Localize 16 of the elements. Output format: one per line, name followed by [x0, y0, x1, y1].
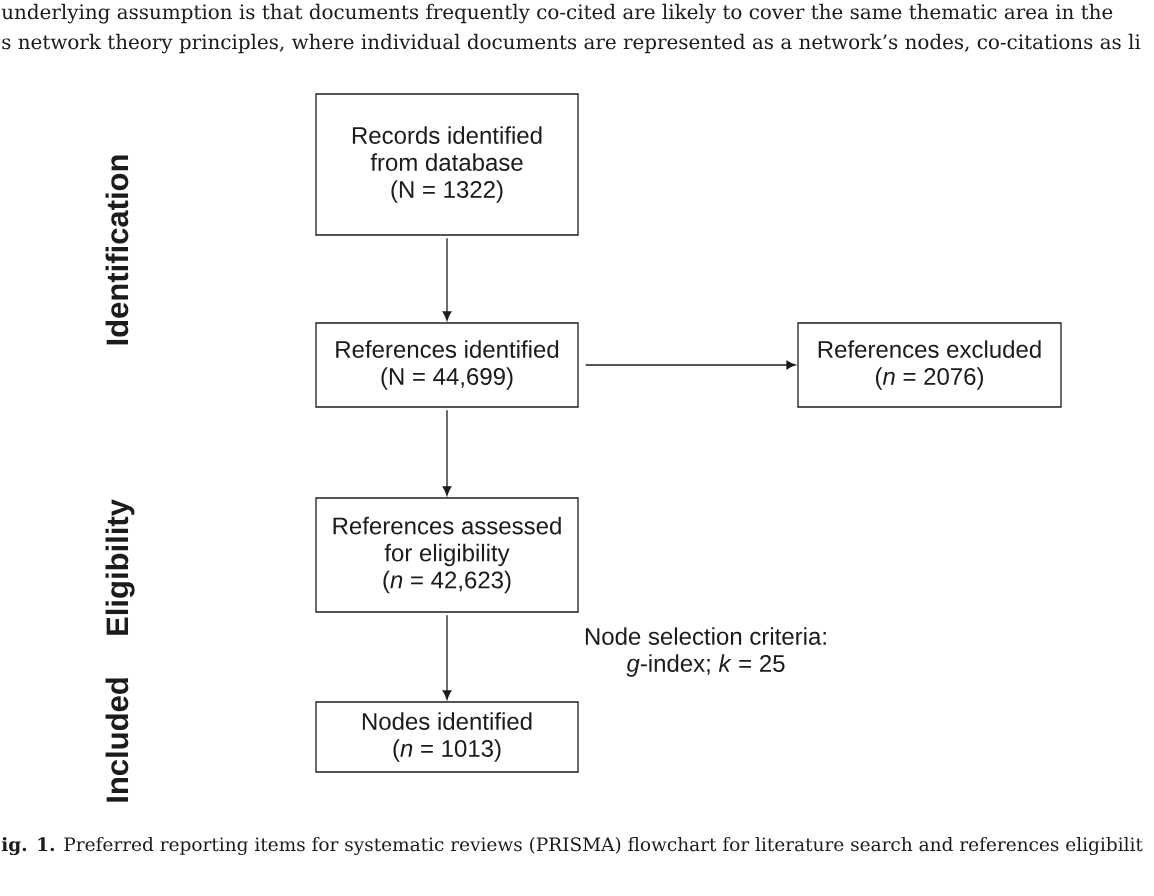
process-box: References assessed for eligibility (n = 42,623)	[315, 497, 579, 613]
stage-label: Identification	[105, 155, 129, 345]
process-box: Records identified from database (N = 1322)	[315, 93, 579, 236]
arrow	[442, 237, 452, 321]
stage-label: Included	[105, 678, 129, 802]
figure-caption: ig. 1. Preferred reporting items for systematic reviews (PRISMA) flowchart for literature search and references eligibilit	[1, 836, 1143, 856]
arrow	[442, 409, 452, 496]
process-box: References excluded (n = 2076)	[797, 322, 1062, 408]
stage-label: Eligibility	[105, 499, 135, 635]
arrow	[585, 360, 796, 370]
process-box: Nodes identified (n = 1013)	[315, 701, 579, 773]
body-text: underlying assumption is that documents frequently co-cited are likely to cover the same thematic area in the	[1, 3, 1113, 24]
note-text: Node selection criteria: g-index; k = 25	[585, 627, 826, 677]
body-text: s network theory principles, where individual documents are represented as a network’s nodes, co-citations as li	[2, 33, 1141, 54]
process-box: References identified (N = 44,699)	[315, 322, 579, 408]
arrow	[442, 614, 452, 700]
